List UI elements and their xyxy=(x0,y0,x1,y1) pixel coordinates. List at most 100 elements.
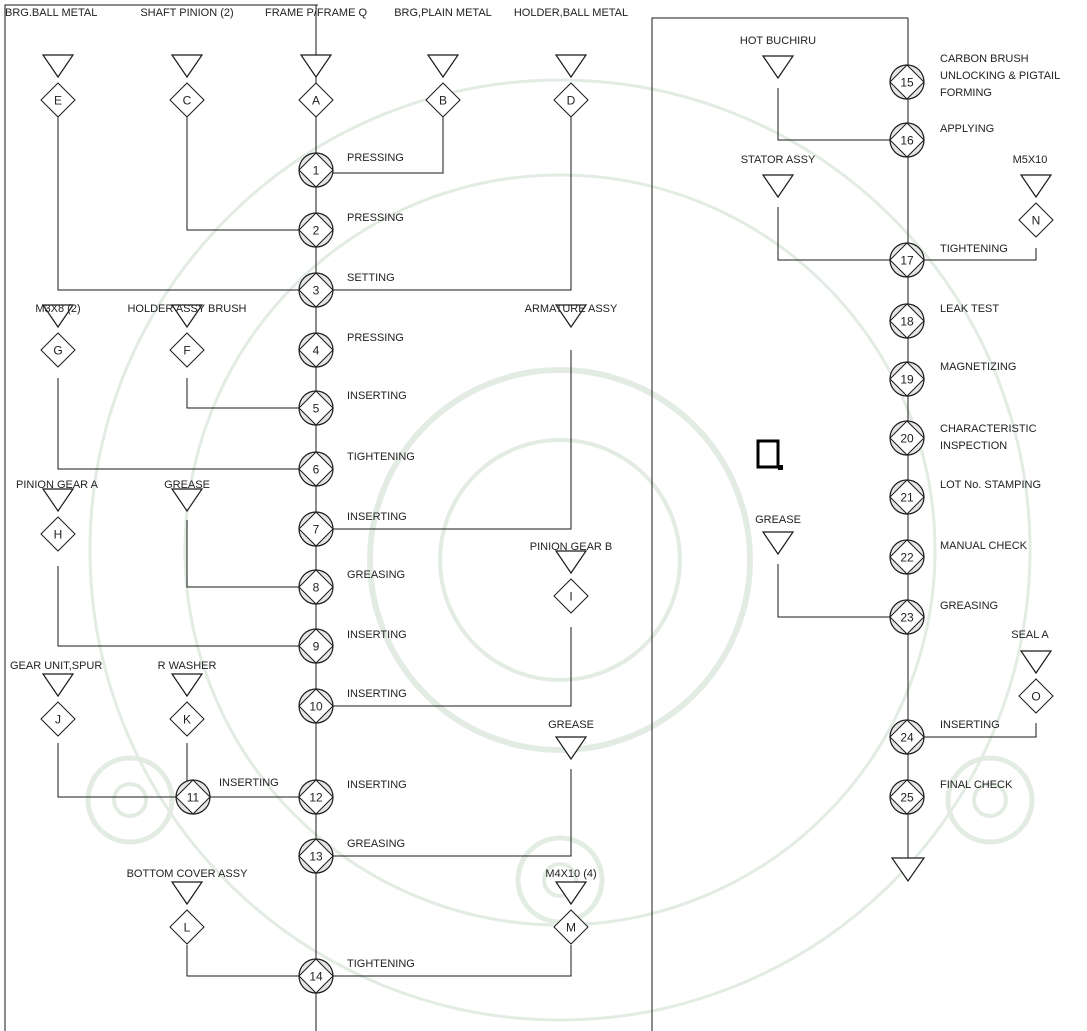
material-hot-buchiru xyxy=(763,56,793,78)
operation-label: UNLOCKING & PIGTAIL xyxy=(940,70,1060,82)
material-letter: N xyxy=(1032,214,1041,228)
material-letter: K xyxy=(183,713,191,727)
operation-op20: 20 xyxy=(890,421,924,455)
material-triangle-icon xyxy=(428,55,458,77)
material-brg-plain-metal: B xyxy=(426,55,460,117)
connector-line xyxy=(187,520,316,587)
operation-label: GREASING xyxy=(347,569,405,581)
material-letter: D xyxy=(567,94,576,108)
material-triangle-icon xyxy=(43,674,73,696)
material-seal-a: O xyxy=(1019,651,1053,713)
operation-number: 14 xyxy=(309,970,323,984)
operation-number: 6 xyxy=(313,463,320,477)
operation-label: TIGHTENING xyxy=(347,958,415,970)
operation-op24: 24 xyxy=(890,720,924,754)
operation-number: 15 xyxy=(900,76,914,90)
operation-number: 21 xyxy=(900,491,914,505)
material-label: BRG.BALL METAL xyxy=(5,7,97,19)
material-triangle-icon xyxy=(1021,175,1051,197)
material-label: GREASE xyxy=(755,514,801,526)
material-triangle-icon xyxy=(763,175,793,197)
operation-label: GREASING xyxy=(940,600,998,612)
material-label: GREASE xyxy=(548,719,594,731)
material-triangle-icon xyxy=(172,674,202,696)
material-letter: G xyxy=(53,344,62,358)
material-triangle-icon xyxy=(763,532,793,554)
material-pinion-gear-a: H xyxy=(41,489,75,551)
operation-label: INSERTING xyxy=(347,390,407,402)
material-letter: M xyxy=(566,921,576,935)
operation-op15: 15 xyxy=(890,65,924,99)
operation-number: 22 xyxy=(900,551,914,565)
operation-label: INSPECTION xyxy=(940,440,1007,452)
operation-op25: 25 xyxy=(890,780,924,814)
operation-op8: 8 xyxy=(299,570,333,604)
operation-number: 20 xyxy=(900,432,914,446)
operation-op9: 9 xyxy=(299,629,333,663)
operation-number: 3 xyxy=(313,284,320,298)
material-triangle-icon xyxy=(172,882,202,904)
operation-label: PRESSING xyxy=(347,212,404,224)
material-pinion-gear-b: I xyxy=(554,551,588,613)
operation-label: TIGHTENING xyxy=(347,451,415,463)
square-marker-icon xyxy=(758,441,778,467)
material-triangle-icon xyxy=(556,551,586,573)
material-letter: I xyxy=(569,590,572,604)
operation-op14: 14 xyxy=(299,959,333,993)
operation-op6: 6 xyxy=(299,452,333,486)
material-letter: H xyxy=(54,528,63,542)
material-label: BOTTOM COVER ASSY xyxy=(127,868,248,880)
connector-line xyxy=(778,564,908,617)
material-brg-ball-metal: E xyxy=(41,55,75,117)
operation-number: 24 xyxy=(900,731,914,745)
connector-line xyxy=(778,88,908,140)
material-m5x10: N xyxy=(1019,175,1053,237)
material-letter: O xyxy=(1031,690,1040,704)
material-grease-1 xyxy=(172,489,202,511)
material-triangle-icon xyxy=(43,489,73,511)
operation-label: INSERTING xyxy=(940,719,1000,731)
material-label: R WASHER xyxy=(158,660,217,672)
operation-op10: 10 xyxy=(299,689,333,723)
operation-label: INSERTING xyxy=(347,511,407,523)
material-label: HOLDER,BALL METAL xyxy=(514,7,628,19)
material-grease-3 xyxy=(763,532,793,554)
operation-op17: 17 xyxy=(890,243,924,277)
operation-number: 2 xyxy=(313,224,320,238)
connector-line xyxy=(187,378,316,408)
operation-label: PRESSING xyxy=(347,152,404,164)
material-label: HOT BUCHIRU xyxy=(740,35,816,47)
operation-number: 9 xyxy=(313,640,320,654)
operation-op1: 1 xyxy=(299,153,333,187)
material-letter: F xyxy=(183,344,190,358)
material-label: GEAR UNIT,SPUR xyxy=(10,660,102,672)
connector-line xyxy=(316,116,443,173)
material-label: FRAME P/FRAME Q xyxy=(265,7,368,19)
operation-op19: 19 xyxy=(890,362,924,396)
operation-number: 1 xyxy=(313,164,320,178)
operation-number: 11 xyxy=(187,791,200,805)
material-stator-assy xyxy=(763,175,793,197)
operation-label: MANUAL CHECK xyxy=(940,540,1028,552)
operation-op22: 22 xyxy=(890,540,924,574)
operation-op12: 12 xyxy=(299,780,333,814)
material-label: BRG,PLAIN METAL xyxy=(394,7,492,19)
material-triangle-icon xyxy=(1021,651,1051,673)
material-triangle-icon xyxy=(763,56,793,78)
material-label: STATOR ASSY xyxy=(741,154,816,166)
operation-label: MAGNETIZING xyxy=(940,361,1016,373)
material-r-washer: K xyxy=(170,674,204,736)
operation-number: 12 xyxy=(309,791,323,805)
material-triangle-icon xyxy=(556,55,586,77)
material-label: PINION GEAR B xyxy=(530,541,613,553)
operation-op18: 18 xyxy=(890,304,924,338)
square-marker-handle xyxy=(778,465,783,470)
material-shaft-pinion: C xyxy=(170,55,204,117)
material-gear-unit-spur: J xyxy=(41,674,75,736)
operation-op16: 16 xyxy=(890,123,924,157)
operation-number: 16 xyxy=(900,134,914,148)
material-triangle-icon xyxy=(43,55,73,77)
material-label: GREASE xyxy=(164,479,210,491)
material-label: PINION GEAR A xyxy=(16,479,99,491)
operation-label: INSERTING xyxy=(347,779,407,791)
